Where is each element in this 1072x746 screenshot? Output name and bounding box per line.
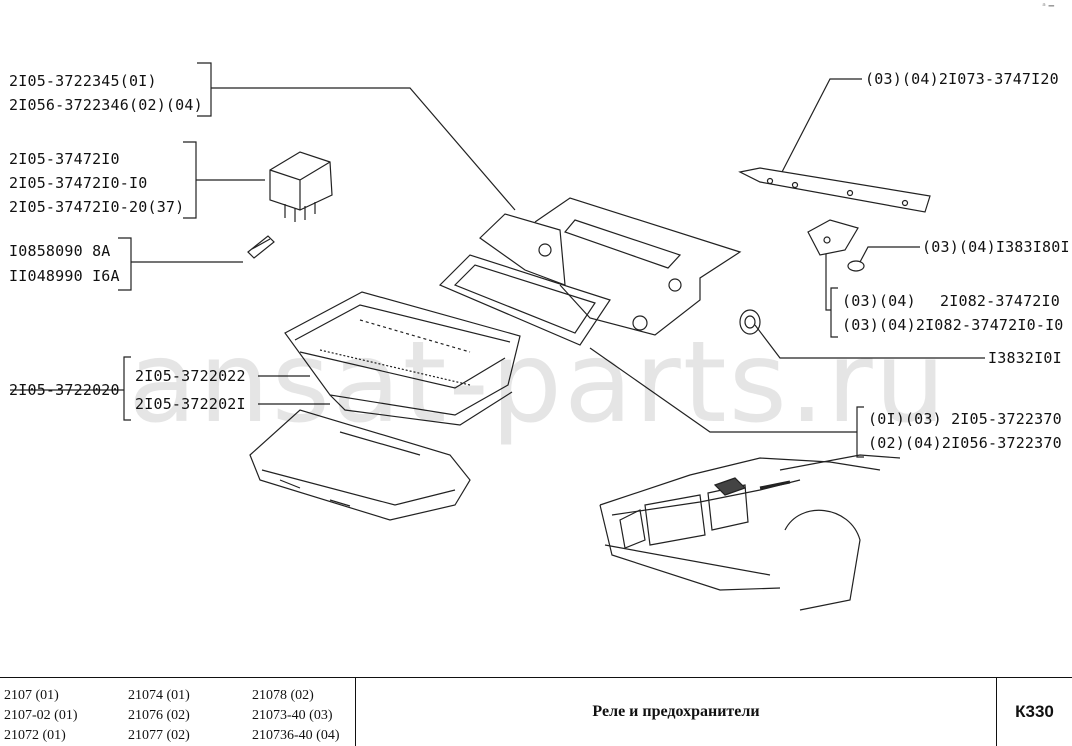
grommet-drawing (739, 309, 761, 335)
part-number-label: 2I082-37472I0 (940, 292, 1060, 310)
model-code: 21077 (02) (128, 728, 190, 743)
part-number-label: 2I05-37472I0-I0 (9, 174, 148, 192)
part-number-label: 2I05-3722345(0I) (9, 72, 157, 90)
bracket-relay-group-2 (183, 141, 197, 219)
bracket-fuse-group (118, 237, 132, 291)
corner-mark: ᵃ ━ (1042, 2, 1054, 12)
leader-line (781, 78, 862, 173)
part-number-label: I0858090 8A (9, 242, 111, 260)
part-number-label: 2I05-372202I (135, 395, 246, 413)
model-code: 21076 (02) (128, 708, 190, 723)
bracket-block-parts (123, 356, 131, 421)
cover-drawing (249, 409, 471, 521)
part-number-label: (03)(04)2I073-3747I20 (865, 70, 1059, 88)
model-list: 2107 (01) 21074 (01) 21078 (02) 2107-02 … (0, 678, 356, 746)
leader-line (754, 324, 985, 359)
part-number-label: (0I)(03) 2I05-3722370 (868, 410, 1062, 428)
model-code: 2107-02 (01) (4, 708, 78, 723)
page-title: Реле и предохранители (356, 678, 997, 746)
part-number-label: (02)(04)2I056-3722370 (868, 434, 1062, 452)
part-number-label: (03)(04) (842, 292, 916, 310)
page-code: К330 (1015, 702, 1054, 721)
nut-drawing (847, 260, 865, 272)
part-number-label: 2I05-3722022 (135, 367, 246, 385)
small-bracket-drawing (807, 219, 859, 256)
car-drawing (599, 454, 901, 611)
part-number-label: 2I05-3722020 (9, 381, 120, 399)
leader-line (589, 347, 857, 433)
relay-bracket-drawing (738, 167, 931, 213)
mounting-plate-drawing (479, 197, 742, 336)
part-number-label: (03)(04)I383I80I (922, 238, 1070, 256)
title-block: 2107 (01) 21074 (01) 21078 (02) 2107-02 … (0, 677, 1072, 746)
fuse-drawing (247, 235, 275, 259)
model-code: 21074 (01) (128, 688, 190, 703)
leader-line (211, 87, 516, 211)
part-number-label: 2I056-3722346(02)(04) (9, 96, 203, 114)
model-code: 2107 (01) (4, 688, 59, 703)
fuse-block-drawing (284, 291, 521, 426)
leader-line (825, 250, 831, 311)
part-number-label: I3832I0I (988, 349, 1062, 367)
model-code: 210736-40 (04) (252, 728, 340, 743)
part-number-label: 2I05-37472I0-20(37) (9, 198, 185, 216)
bracket-bracket-parts (830, 287, 838, 338)
parts-diagram (10, 62, 985, 611)
model-code: 21073-40 (03) (252, 708, 333, 723)
bracket-cover-parts (856, 406, 864, 458)
part-number-label: 2I05-37472I0 (9, 150, 120, 168)
relay-drawing (269, 151, 333, 222)
leader-line (859, 246, 920, 263)
part-number-label: (03)(04)2I082-37472I0-I0 (842, 316, 1064, 334)
bracket-relay-group (197, 62, 212, 117)
gasket-drawing (438, 254, 611, 346)
model-code: 21078 (02) (252, 688, 314, 703)
part-number-label: II048990 I6A (9, 267, 120, 285)
model-code: 21072 (01) (4, 728, 66, 743)
